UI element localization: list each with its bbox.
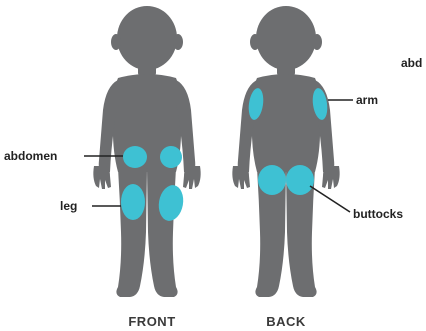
back-buttocks-left-site bbox=[258, 165, 286, 195]
back-child-silhouette bbox=[232, 6, 339, 297]
abdomen-label: abdomen bbox=[4, 149, 57, 163]
front-view-label: FRONT bbox=[128, 314, 175, 329]
back-view-label: BACK bbox=[266, 314, 306, 329]
leg-label: leg bbox=[60, 199, 77, 213]
front-leg-left-site bbox=[121, 184, 145, 220]
front-abdomen-left-site bbox=[123, 146, 147, 168]
clipped-abdomen-label: abd bbox=[401, 56, 422, 70]
buttocks-leader-line bbox=[310, 186, 350, 212]
arm-label: arm bbox=[356, 93, 378, 107]
buttocks-label: buttocks bbox=[353, 207, 403, 221]
front-child-silhouette bbox=[93, 6, 200, 297]
back-buttocks-right-site bbox=[286, 165, 314, 195]
